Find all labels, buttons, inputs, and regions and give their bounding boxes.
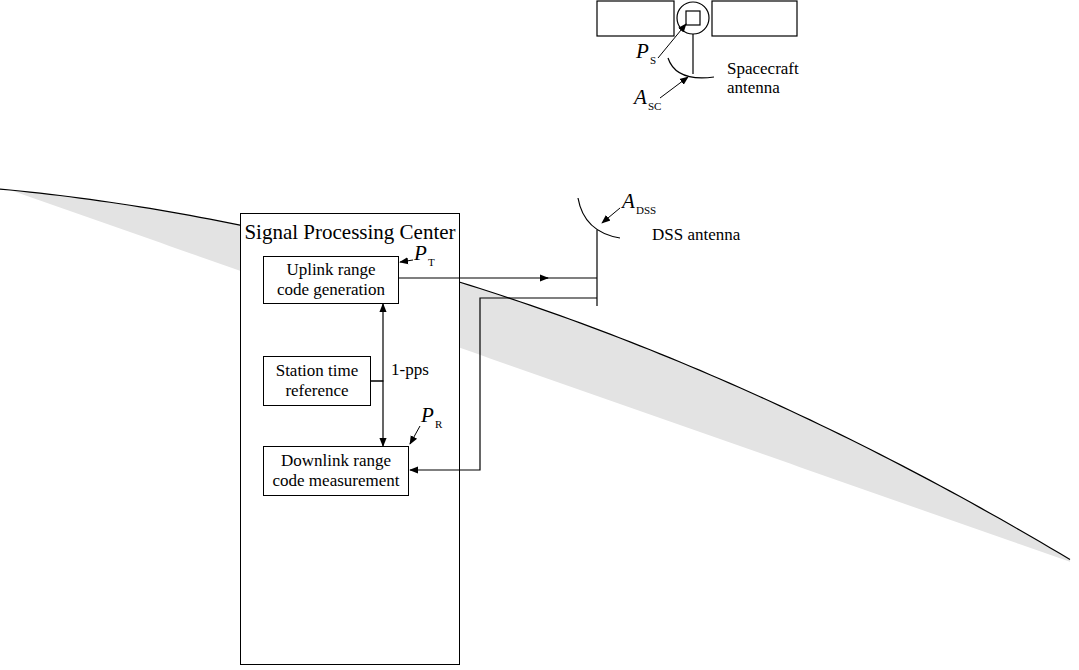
leader-arrow	[602, 208, 620, 223]
leader-arrow	[400, 260, 413, 262]
spacecraft-point	[686, 11, 700, 25]
box-label: Downlink range code measurement	[270, 451, 402, 490]
uplink-wire	[544, 277, 597, 278]
port-letter: P	[636, 40, 649, 63]
antenna-mast	[596, 230, 597, 306]
leader-arrow	[660, 77, 688, 98]
antenna-feed	[692, 34, 693, 74]
spacecraft-antenna-dish	[668, 58, 714, 78]
leader-arrow	[410, 426, 420, 444]
port-subscript: T	[428, 256, 435, 268]
port-letter: P	[414, 242, 427, 265]
timing-connector	[371, 304, 383, 381]
solar-panel	[712, 1, 797, 36]
box-heading: Signal Processing Center	[241, 214, 459, 244]
signal-name: 1-pps	[389, 361, 431, 380]
process-box: Downlink range code measurement	[263, 446, 409, 496]
box-label: Uplink range code generation	[270, 260, 392, 299]
port-subscript: R	[435, 418, 442, 430]
antenna-letter: A	[622, 190, 635, 213]
uplink-wire	[398, 277, 548, 278]
timing-connector	[371, 381, 383, 446]
part-name: Spacecraft antenna	[727, 60, 819, 97]
process-box: Station time reference	[263, 356, 371, 406]
earth-limb	[0, 189, 1070, 560]
earth-shading	[0, 189, 1070, 562]
dss-antenna-dish	[578, 198, 620, 238]
downlink-wire	[410, 298, 597, 470]
antenna-subscript: SC	[648, 100, 661, 112]
port-subscript: S	[650, 54, 656, 66]
process-box: Uplink range code generation	[263, 256, 399, 304]
port-letter: P	[421, 404, 434, 427]
leader-arrow	[658, 24, 686, 58]
center-box: Signal Processing CenterUplink range cod…	[240, 213, 460, 665]
antenna-letter: A	[634, 86, 647, 109]
center-ground	[240, 213, 460, 665]
antenna-subscript: DSS	[636, 204, 656, 216]
solar-panel	[597, 1, 674, 36]
part-name: DSS antenna	[652, 226, 740, 245]
box-label: Station time reference	[270, 361, 364, 400]
